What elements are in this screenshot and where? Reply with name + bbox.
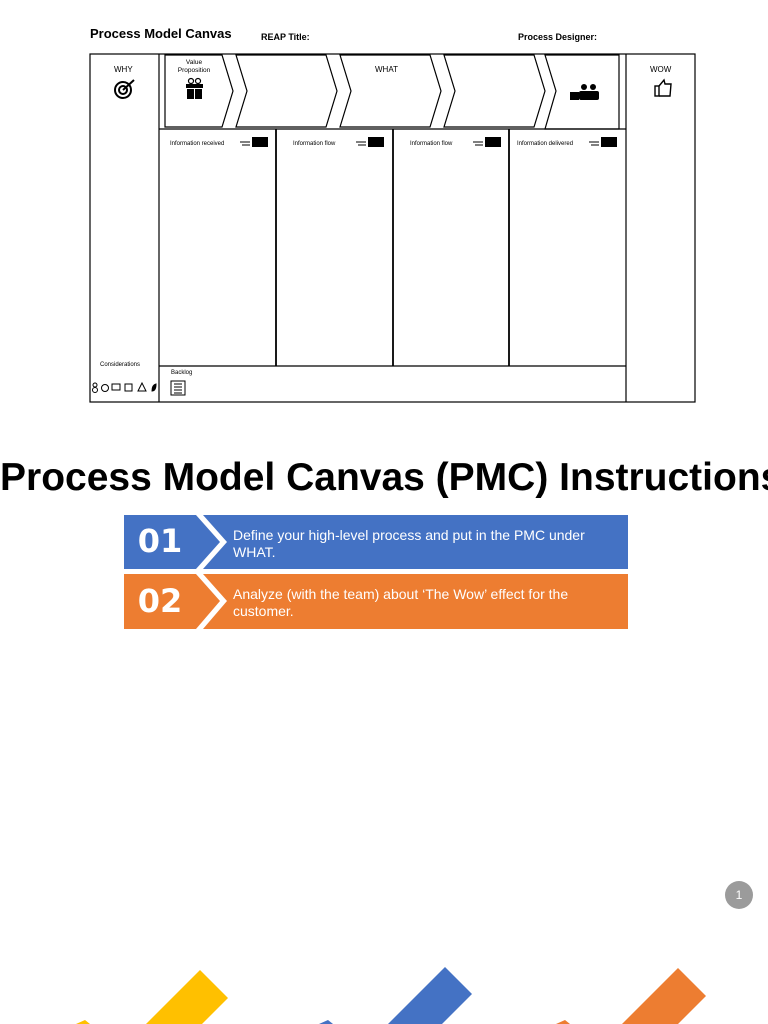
column-label-received: Information received [170,141,225,147]
step-2-text: Analyze (with the team) about ‘The Wow’ … [233,586,569,619]
decorative-stripes [76,967,706,1024]
stripe-yellow-small [76,1020,90,1024]
chevron-step-3 [443,54,546,128]
column-label-delivered: Information delivered [517,141,574,147]
column-label-flow-2: Information flow [410,141,453,147]
canvas-outer-frame [89,53,696,403]
gift-icon [186,77,203,99]
value-proposition-label: Value Proposition [177,59,211,74]
main-title: Process Model Canvas (PMC) Instructions [0,456,768,499]
considerations-label: Considerations [100,362,141,368]
what-label: WHAT [375,65,398,74]
process-model-canvas [89,53,696,403]
step-1-banner [124,515,628,569]
stripe-yellow [146,970,228,1024]
column-label-flow-1: Information flow [293,141,336,147]
wow-label: WOW [650,65,672,74]
target-icon [114,79,135,99]
thumbs-up-icon [654,78,672,97]
canvas-title: Process Model Canvas [90,26,232,41]
backlog-list-icon [170,380,186,396]
steps-graphic [124,515,628,629]
chevron-step-1 [235,54,338,128]
envelope-icon-2 [356,137,384,147]
page-number-badge: 1 [725,881,753,909]
why-label: WHY [114,65,133,74]
stripe-orange-small [556,1020,570,1024]
stripe-orange [622,968,706,1024]
envelope-icon-4 [589,137,617,147]
considerations-icons [92,381,157,393]
reap-title-label: REAP Title: [261,32,310,42]
envelope-icon-1 [240,137,268,147]
step-2-number: 02 [137,582,183,620]
chevron-value-proposition [164,54,234,128]
process-designer-label: Process Designer: [518,32,598,42]
stripe-blue-small [319,1020,333,1024]
customers-icon [570,84,599,100]
chevron-customer [544,54,620,130]
step-1-number: 01 [137,522,183,560]
chevron-what [339,54,442,128]
step-2-banner [124,574,628,629]
envelope-icon-3 [473,137,501,147]
stripe-blue [388,967,472,1024]
backlog-label: Backlog [171,370,193,376]
step-1-text: Define your high-level process and put i… [233,527,585,560]
